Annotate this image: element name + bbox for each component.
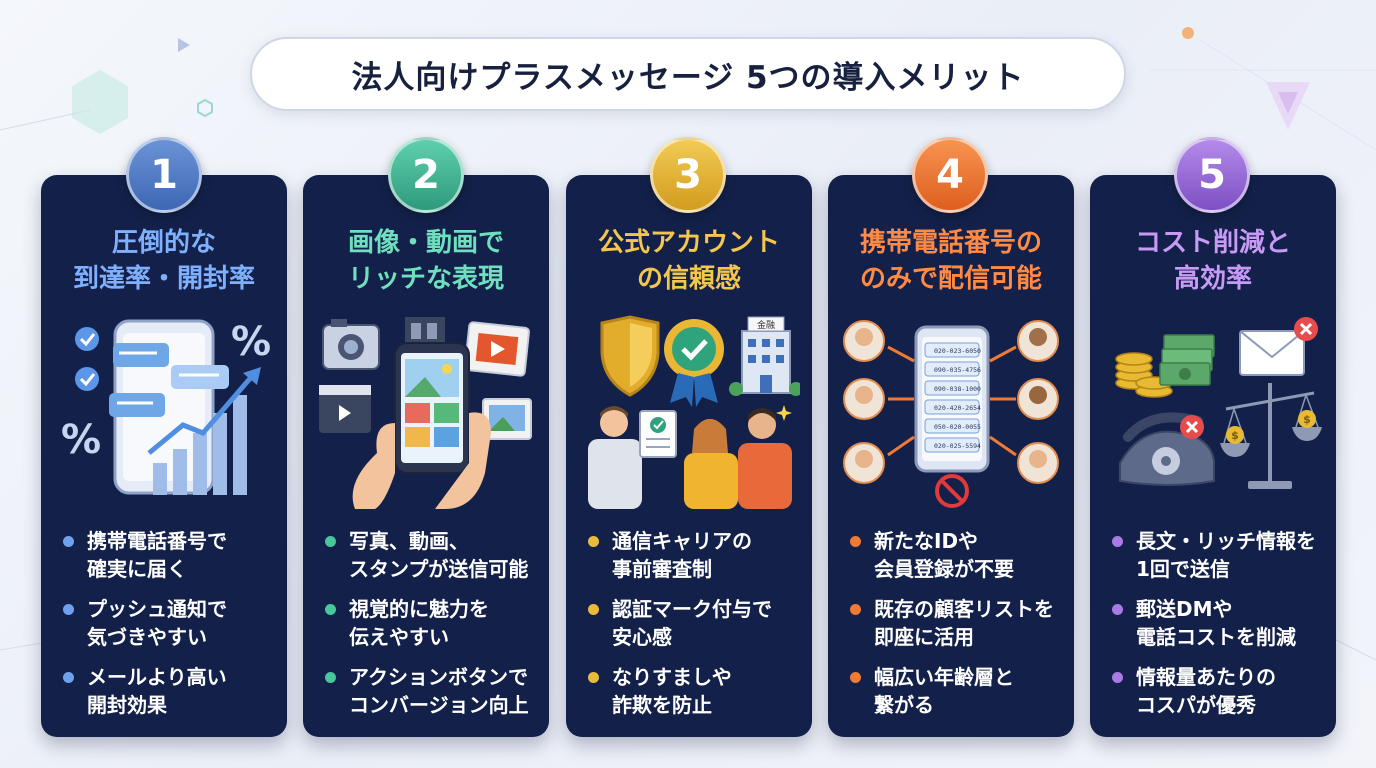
benefit-card-4: 携帯電話番号の のみで配信可能 020-023-6050 090-035-475… [828, 175, 1074, 737]
phone-number-text: 090-038-1000 [934, 385, 981, 393]
phone-number-delivery-illustration: 020-023-6050 090-035-4756 090-038-1000 0… [843, 320, 1059, 508]
bullet-dot [325, 536, 336, 547]
card-title: コスト削減と 高効率 [1134, 228, 1291, 294]
coin-symbol-text: $ [1231, 429, 1239, 442]
bullet-dot [325, 672, 336, 683]
bullet-dot [1112, 604, 1123, 615]
bullet-item: メールより高い 開封効果 [59, 663, 279, 719]
benefit-card-3: 公式アカウント の信頼感 金融 [566, 175, 812, 737]
smartphone-analytics-illustration: % % [61, 319, 271, 495]
bullet-item: 写真、動画、 スタンプが送信可能 [321, 527, 541, 583]
number-badge-2: 2 [388, 137, 464, 213]
phone-number-text: 050-020-0055 [934, 423, 981, 431]
bullet-item: 視覚的に魅力を 伝えやすい [321, 595, 541, 651]
number-badge-1: 1 [126, 137, 202, 213]
phone-number-text: 020-420-2654 [934, 404, 981, 412]
bullet-item: 新たなIDや 会員登録が不要 [846, 527, 1066, 583]
benefit-card-1: 圧倒的な 到達率・開封率 % % 携帯電話番号で 確実に届く [41, 175, 287, 737]
percent-left-text: % [61, 417, 101, 463]
bullet-dot [850, 672, 861, 683]
bullet-item: 幅広い年齢層と 繋がる [846, 663, 1066, 719]
bullet-item: アクションボタンで コンバージョン向上 [321, 663, 541, 719]
bullet-item: 通信キャリアの 事前審査制 [584, 527, 804, 583]
bullet-item: 長文・リッチ情報を 1回で送信 [1108, 527, 1328, 583]
benefit-card-5: コスト削減と 高効率 [1090, 175, 1336, 737]
bullet-list: 新たなIDや 会員登録が不要 既存の顧客リストを 即座に活用 幅広い年齢層と 繋… [846, 527, 1066, 731]
bullet-dot [588, 536, 599, 547]
cost-reduction-illustration: $ $ [1115, 317, 1322, 489]
phone-number-text: 020-023-6050 [934, 347, 981, 355]
bullet-dot [1112, 672, 1123, 683]
bullet-list: 長文・リッチ情報を 1回で送信 郵送DMや 電話コストを削減 情報量あたりの コ… [1108, 527, 1328, 731]
bullet-item: 携帯電話番号で 確実に届く [59, 527, 279, 583]
bullet-dot [850, 604, 861, 615]
card-title: 携帯電話番号の のみで配信可能 [859, 228, 1042, 294]
bullet-list: 携帯電話番号で 確実に届く プッシュ通知で 気づきやすい メールより高い 開封効… [59, 527, 279, 731]
official-account-trust-illustration: 金融 [588, 315, 800, 509]
card-title: 画像・動画で リッチな表現 [347, 228, 504, 294]
bullet-item: 情報量あたりの コスパが優秀 [1108, 663, 1328, 719]
building-sign-text: 金融 [757, 319, 775, 331]
bullet-dot [588, 604, 599, 615]
number-badge-5: 5 [1174, 137, 1250, 213]
bullet-dot [63, 536, 74, 547]
bullet-dot [63, 604, 74, 615]
number-badge-3: 3 [650, 137, 726, 213]
card-title: 圧倒的な 到達率・開封率 [72, 228, 255, 294]
bullet-dot [63, 672, 74, 683]
bullet-dot [1112, 536, 1123, 547]
phone-number-text: 090-035-4756 [934, 366, 981, 374]
bullet-dot [850, 536, 861, 547]
phone-number-text: 020-025-5594 [934, 442, 981, 450]
bullet-item: 認証マーク付与で 安心感 [584, 595, 804, 651]
card-title: 公式アカウント の信頼感 [597, 228, 780, 294]
bullet-dot [325, 604, 336, 615]
title-banner: 法人向けプラスメッセージ 5つの導入メリット [250, 37, 1126, 111]
number-badge-4: 4 [912, 137, 988, 213]
bullet-list: 通信キャリアの 事前審査制 認証マーク付与で 安心感 なりすましや 詐欺を防止 [584, 527, 804, 731]
bullet-list: 写真、動画、 スタンプが送信可能 視覚的に魅力を 伝えやすい アクションボタンで… [321, 527, 541, 731]
benefit-card-2: 画像・動画で リッチな表現 [303, 175, 549, 737]
coin-symbol-text: $ [1303, 413, 1311, 426]
bullet-item: プッシュ通知で 気づきやすい [59, 595, 279, 651]
page-title: 法人向けプラスメッセージ 5つの導入メリット [351, 59, 1025, 96]
percent-right-text: % [231, 319, 271, 365]
bullet-item: 郵送DMや 電話コストを削減 [1108, 595, 1328, 651]
rich-media-phone-illustration [319, 317, 532, 509]
bullet-dot [588, 672, 599, 683]
bullet-item: 既存の顧客リストを 即座に活用 [846, 595, 1066, 651]
bullet-item: なりすましや 詐欺を防止 [584, 663, 804, 719]
